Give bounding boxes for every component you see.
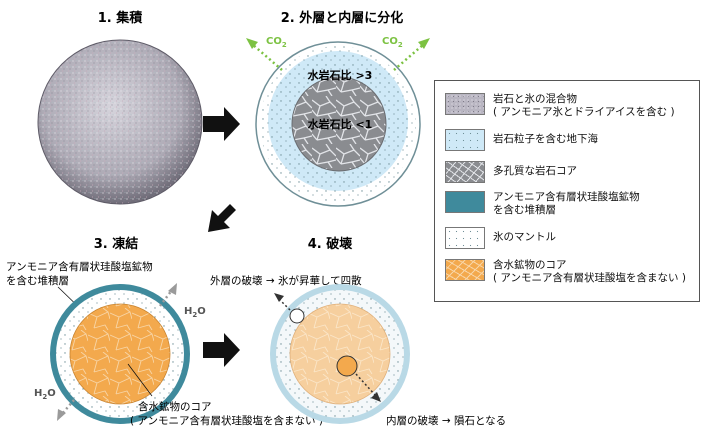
legend-item-subsurface-ocean: 岩石粒子を含む地下海 [445, 129, 598, 151]
legend-label-hydrous-core: 含水鉱物のコア ( アンモニア含有層状珪酸塩を含まない ) [493, 259, 686, 284]
stage-2-title: 2. 外層と内層に分化 [281, 10, 404, 26]
legend-item-porous-rock-core: 多孔質な岩石コア [445, 161, 577, 183]
legend-label-subsurface-ocean: 岩石粒子を含む地下海 [493, 133, 598, 145]
stage-1-title: 1. 集積 [98, 10, 144, 26]
co2-label-left: CO2 [266, 36, 287, 49]
stage-4-title: 4. 破壊 [308, 236, 354, 252]
stage-3-title: 3. 凍結 [94, 236, 139, 252]
stage-2-sphere [255, 41, 421, 207]
arrow-right-icon-1 [203, 107, 240, 141]
h2o-arrow-down-icon [57, 399, 75, 421]
legend-item-hydrous-core: 含水鉱物のコア ( アンモニア含有層状珪酸塩を含まない ) [445, 259, 686, 285]
h2o-label-bottom: H2O [34, 388, 56, 401]
legend-label-ice-mantle: 氷のマントル [493, 231, 556, 243]
stage-3-core-label-line2: ( アンモニア含有層状珪酸塩を含まない ) [130, 414, 323, 427]
outer-fragment-marker [274, 293, 305, 324]
arrow-diagonal-icon [208, 204, 236, 232]
legend-swatch-ice-mantle [445, 227, 485, 249]
stage-3-label-line1: アンモニア含有層状珪酸塩鉱物 [6, 260, 153, 273]
legend-swatch-porous-rock-core [445, 161, 485, 183]
stage-3-sphere [50, 284, 190, 424]
legend-swatch-rock-ice-mix [445, 93, 485, 115]
co2-arrow-left-icon [246, 38, 283, 71]
outer-layer-break-label: 外層の破壊 → 氷が昇華して四散 [210, 274, 362, 287]
arrow-right-icon-2 [203, 333, 240, 367]
inner-water-rock-ratio: 水岩石比 <1 [308, 117, 373, 131]
h2o-label-top: H2O [184, 306, 206, 319]
legend-swatch-hydrous-core [445, 259, 485, 281]
outer-water-rock-ratio: 水岩石比 >3 [308, 68, 373, 82]
inner-layer-break-label: 内層の破壊 → 隕石となる [386, 414, 506, 427]
legend-label-porous-rock-core: 多孔質な岩石コア [493, 165, 577, 177]
legend: 岩石と氷の混合物 ( アンモニア氷とドライアイスを含む ) 岩石粒子を含む地下海… [434, 80, 700, 302]
stage-1-sphere [37, 39, 203, 205]
stage-3-core-leader [127, 363, 153, 397]
co2-arrow-right-icon [393, 38, 430, 71]
h2o-arrow-up-icon [159, 283, 177, 307]
legend-swatch-subsurface-ocean [445, 129, 485, 151]
legend-swatch-sediment-layer [445, 191, 485, 213]
legend-item-sediment-layer: アンモニア含有層状珪酸塩鉱物 を含む堆積層 [445, 191, 640, 217]
legend-item-ice-mantle: 氷のマントル [445, 227, 556, 249]
stage-4-sphere [270, 284, 410, 424]
stage-3-label-line2: を含む堆積層 [6, 274, 69, 287]
stage-3-core-label-line1: 含水鉱物のコア [138, 400, 212, 413]
co2-label-right: CO2 [382, 36, 403, 49]
legend-label-rock-ice-mix: 岩石と氷の混合物 ( アンモニア氷とドライアイスを含む ) [493, 93, 675, 118]
legend-item-rock-ice-mix: 岩石と氷の混合物 ( アンモニア氷とドライアイスを含む ) [445, 93, 675, 119]
inner-fragment-marker [336, 355, 381, 402]
legend-label-sediment-layer: アンモニア含有層状珪酸塩鉱物 を含む堆積層 [493, 191, 640, 216]
